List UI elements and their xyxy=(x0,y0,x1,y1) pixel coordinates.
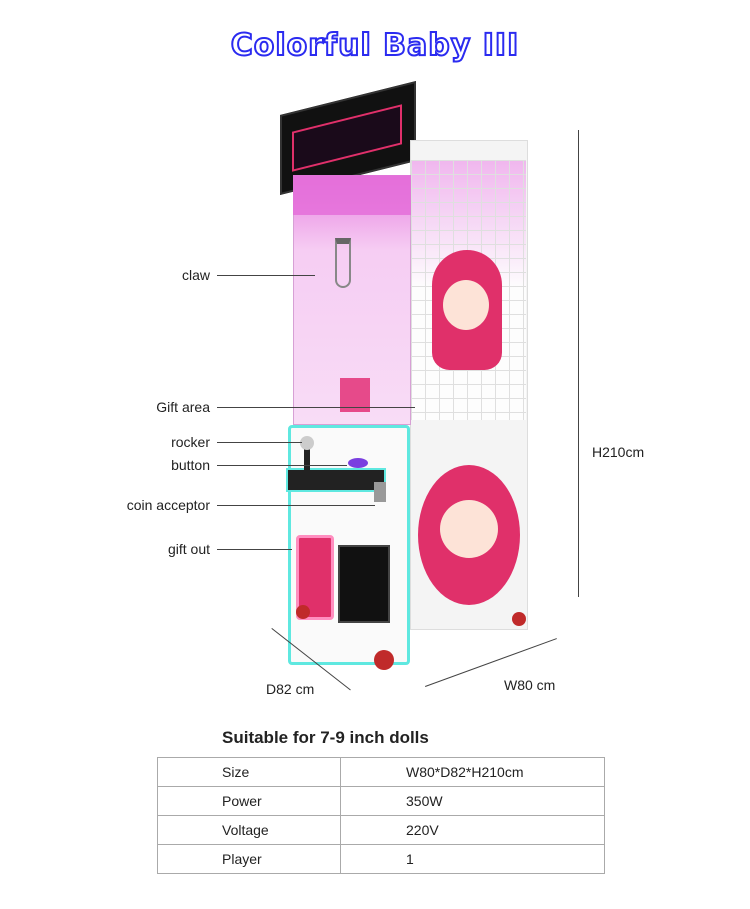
claw-machine-image xyxy=(280,81,528,670)
page-title: Colorful Baby III xyxy=(230,27,520,64)
callout-line xyxy=(217,275,315,276)
doll-size-note: Suitable for 7-9 inch dolls xyxy=(222,728,429,747)
rocker-image xyxy=(304,440,310,470)
callout-gift-area: Gift area xyxy=(156,399,210,415)
callout-line xyxy=(217,442,302,443)
spec-value: 1 xyxy=(340,844,605,874)
width-dimension: W80 cm xyxy=(504,677,556,693)
claw-image xyxy=(335,238,351,288)
callout-coin-acceptor: coin acceptor xyxy=(126,497,210,513)
coin-acceptor-image xyxy=(374,482,386,502)
callout-line xyxy=(217,407,415,408)
callout-line xyxy=(217,549,292,550)
spec-label: Size xyxy=(157,757,341,787)
height-dimension-line xyxy=(578,130,579,597)
button-image xyxy=(348,458,368,468)
callout-line xyxy=(217,465,347,466)
callout-button: button xyxy=(171,457,210,473)
spec-label: Voltage xyxy=(157,815,341,845)
depth-dimension: D82 cm xyxy=(266,681,315,697)
spec-value: 220V xyxy=(340,815,605,845)
spec-value: 350W xyxy=(340,786,605,816)
height-dimension: H210cm xyxy=(592,444,645,460)
spec-value: W80*D82*H210cm xyxy=(340,757,605,787)
control-panel xyxy=(286,468,386,492)
callout-claw: claw xyxy=(181,267,210,283)
callout-line xyxy=(217,505,375,506)
callout-gift-out: gift out xyxy=(167,541,210,557)
spec-label: Player xyxy=(157,844,341,874)
callout-rocker: rocker xyxy=(171,434,210,450)
spec-label: Power xyxy=(157,786,341,816)
